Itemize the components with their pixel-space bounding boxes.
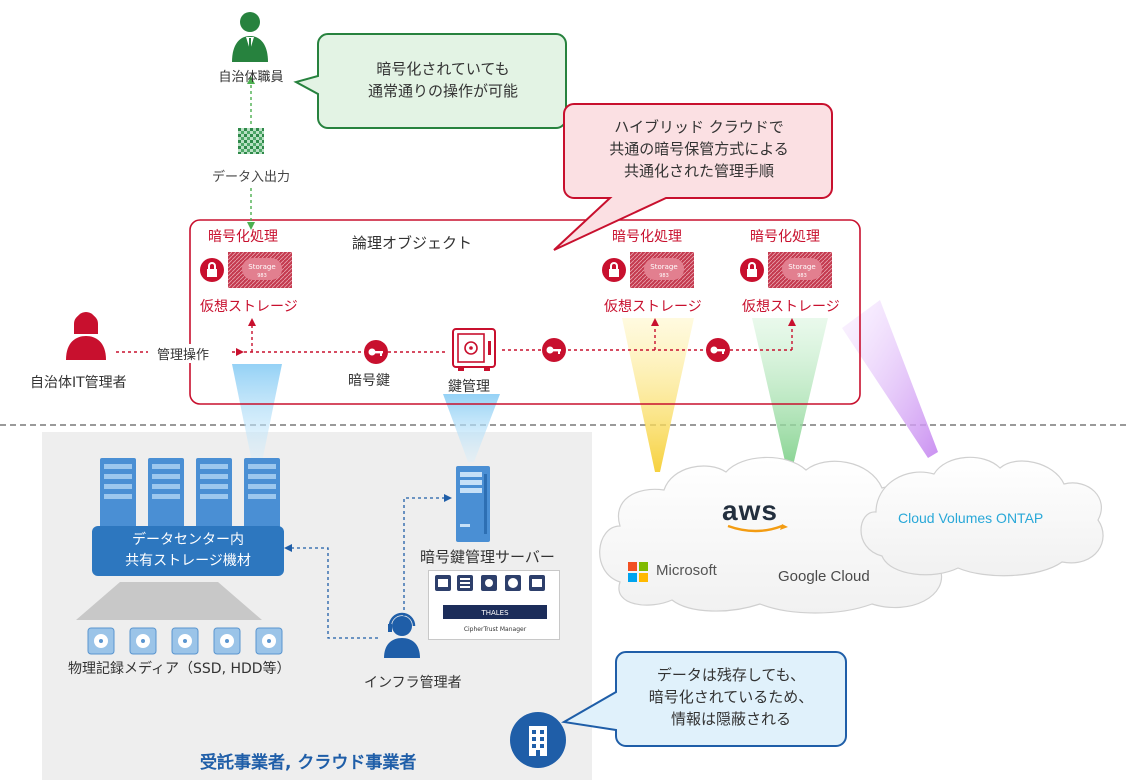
datacenter-storage-box: データセンター内 共有ストレージ機材 xyxy=(92,526,284,576)
key-icon xyxy=(706,338,730,362)
encryption-label-2: 暗号化処理 xyxy=(612,229,682,245)
staff-icon xyxy=(230,10,270,62)
google-cloud-logo: Google Cloud xyxy=(778,568,870,585)
red-bubble-shape xyxy=(553,103,833,251)
data-io-label: データ入出力 xyxy=(211,170,290,185)
datacenter-storage-line1: データセンター内 xyxy=(132,532,244,548)
safe-icon xyxy=(450,326,498,372)
storage-chip-2: Storage 983 xyxy=(630,252,694,288)
key-management-label: 鍵管理 xyxy=(448,379,490,395)
aws-logo: aws xyxy=(722,496,792,536)
beam-google xyxy=(752,318,828,470)
media-row xyxy=(84,626,294,656)
green-bubble-shape xyxy=(293,33,567,129)
building-icon xyxy=(510,712,566,768)
zone-separator xyxy=(0,424,1126,426)
lock-icon xyxy=(200,258,224,282)
server-tower-icon xyxy=(454,464,494,544)
encryption-label-3: 暗号化処理 xyxy=(750,229,820,245)
virtual-storage-label-1: 仮想ストレージ xyxy=(200,299,298,315)
green-bubble-line2: 通常通りの操作が可能 xyxy=(367,82,518,100)
infra-to-server-arrow xyxy=(403,497,446,616)
key-server-label: 暗号鍵管理サーバー xyxy=(420,548,555,566)
microsoft-logo: Microsoft xyxy=(628,560,748,584)
lock-icon xyxy=(602,258,626,282)
media-fan xyxy=(76,582,262,620)
cloud-volumes-ontap-label: Cloud Volumes ONTAP xyxy=(898,510,1044,526)
blue-bubble-line3: 情報は隠蔽される xyxy=(670,710,791,728)
infra-to-storage-arrow xyxy=(290,547,378,639)
staff-label: 自治体職員 xyxy=(218,70,284,85)
physical-media-label: 物理記録メディア（SSD, HDD等） xyxy=(68,661,291,677)
red-bubble-line3: 共通化された管理手順 xyxy=(623,162,774,180)
storage-chip-3: Storage 983 xyxy=(768,252,832,288)
microsoft-text: Microsoft xyxy=(656,562,717,579)
infra-admin-label: インフラ管理者 xyxy=(364,675,462,691)
virtual-storage-label-2: 仮想ストレージ xyxy=(604,299,702,315)
contractor-label: 受託事業者, クラウド事業者 xyxy=(200,753,417,773)
beam-ontap xyxy=(842,300,938,458)
encryption-key-label: 暗号鍵 xyxy=(348,373,390,389)
green-bubble-text: 暗号化されていても 通常通りの操作が可能 xyxy=(320,58,566,102)
datacenter-servers xyxy=(100,458,284,538)
storage-chip-2-text: Storage xyxy=(650,263,677,271)
storage-chip-1: Storage 983 xyxy=(228,252,292,288)
aws-logo-text: aws xyxy=(722,495,778,526)
cloud-ontap xyxy=(860,456,1104,577)
red-bubble-line1: ハイブリッド クラウドで xyxy=(614,118,784,136)
key-icon xyxy=(364,340,388,364)
storage-chip-3-text: Storage xyxy=(788,263,815,271)
storage-chip-1-text: Storage xyxy=(248,263,275,271)
red-bubble-text: ハイブリッド クラウドで 共通の暗号保管方式による 共通化された管理手順 xyxy=(566,116,832,182)
blue-bubble-shape xyxy=(561,651,847,747)
logical-object-panel xyxy=(189,219,861,405)
ciphertrust-text: CipherTrust Manager xyxy=(464,626,527,633)
blue-bubble-text: データは残存しても、 暗号化されているため、 情報は隠蔽される xyxy=(616,664,846,730)
data-io-icon xyxy=(238,128,264,154)
ciphertrust-card: THALES CipherTrust Manager xyxy=(428,570,560,640)
red-bubble-line2: 共通の暗号保管方式による xyxy=(609,140,789,158)
infra-admin-icon xyxy=(382,612,422,658)
it-admin-label: 自治体IT管理者 xyxy=(30,375,127,391)
blue-bubble-line1: データは残存しても、 xyxy=(656,666,806,684)
datacenter-storage-line2: 共有ストレージ機材 xyxy=(125,553,251,569)
blue-bubble-line2: 暗号化されているため、 xyxy=(648,688,814,706)
key-icon xyxy=(542,338,566,362)
logical-object-label: 論理オブジェクト xyxy=(352,234,473,252)
green-bubble-line1: 暗号化されていても xyxy=(376,60,510,78)
management-op-label: 管理操作 xyxy=(154,344,213,363)
it-admin-icon xyxy=(64,306,108,360)
storage-chip-1-sub: 983 xyxy=(257,273,267,279)
beam-key-management xyxy=(443,394,500,462)
encryption-label-1: 暗号化処理 xyxy=(208,229,278,245)
thales-text: THALES xyxy=(480,609,509,617)
virtual-storage-label-3: 仮想ストレージ xyxy=(742,299,840,315)
lock-icon xyxy=(740,258,764,282)
beam-left-storage xyxy=(232,364,282,462)
beam-aws xyxy=(622,318,694,472)
storage-chip-2-sub: 983 xyxy=(659,273,669,279)
storage-chip-3-sub: 983 xyxy=(797,273,807,279)
